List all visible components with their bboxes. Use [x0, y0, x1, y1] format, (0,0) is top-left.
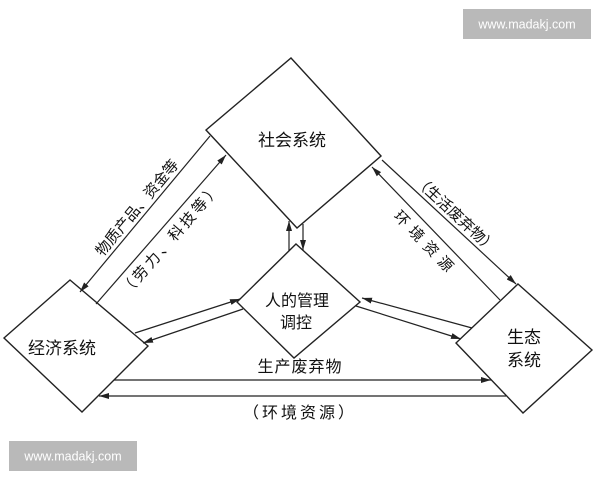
social-system-label: 社会系统 — [258, 131, 326, 151]
arrow-social-to-economic — [79, 135, 211, 293]
watermark-bottom-left-text: www.madakj.com — [23, 450, 121, 464]
human-management-label-line2: 调控 — [280, 313, 312, 332]
label-environmental-resources-bottom: （环境资源） — [243, 403, 357, 422]
watermark-top-right: www.madakj.com — [463, 9, 591, 39]
watermark-bottom-left: www.madakj.com — [9, 441, 137, 471]
ecological-system-label-line2: 系统 — [507, 351, 541, 371]
human-management-label-line1: 人的管理 — [265, 291, 329, 310]
arrow-economic-to-social — [95, 154, 227, 305]
arrow-ecological-to-human — [361, 297, 473, 329]
arrow-ecological-to-social — [371, 166, 501, 301]
watermark-bottom-left-box — [9, 441, 137, 471]
arrow-economic-to-human — [134, 298, 241, 334]
watermark-top-right-text: www.madakj.com — [477, 18, 575, 32]
ecological-system-label-line1: 生态 — [507, 328, 541, 348]
social-system-node — [204, 57, 383, 229]
arrow-human-to-ecological — [355, 305, 462, 340]
economic-system-node — [2, 279, 150, 413]
ecological-system-node — [455, 283, 594, 414]
watermark-top-right-box — [463, 9, 591, 39]
arrow-social-to-ecological — [381, 159, 517, 285]
human-management-node — [236, 243, 362, 359]
economic-system-label: 经济系统 — [28, 339, 96, 359]
label-production-waste: 生产废弃物 — [257, 357, 342, 376]
arrow-human-to-economic — [142, 308, 244, 344]
